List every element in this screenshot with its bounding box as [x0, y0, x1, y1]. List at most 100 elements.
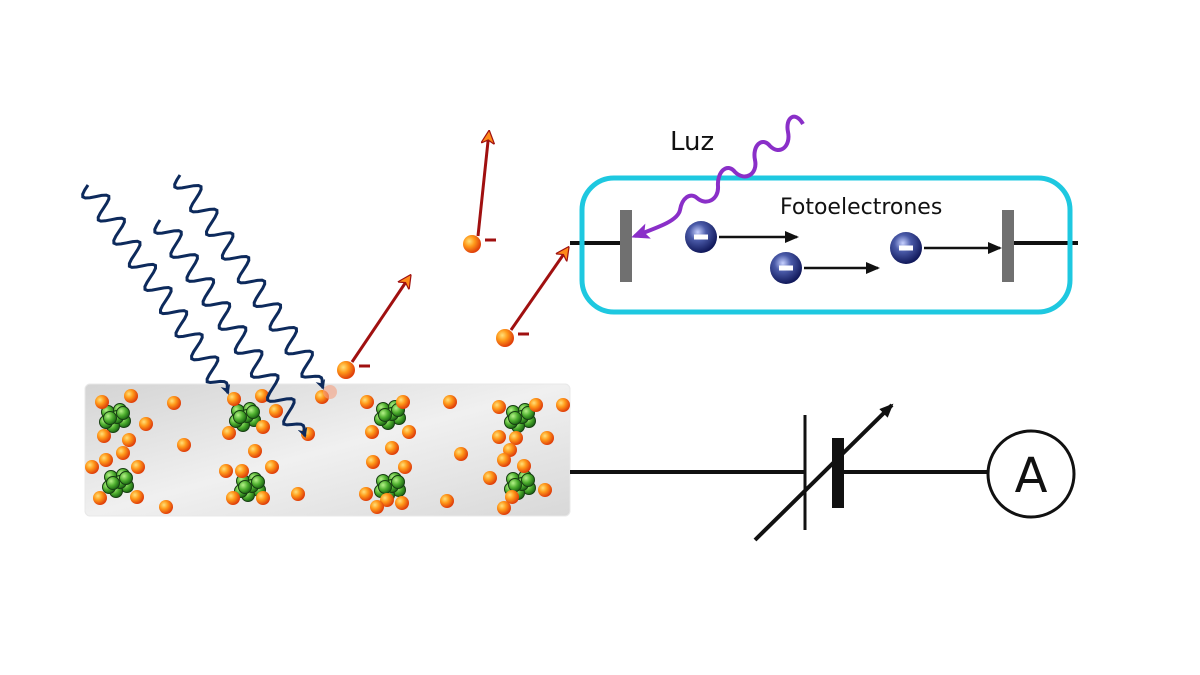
proton-neutron: [521, 473, 535, 487]
proton-neutron: [508, 411, 522, 425]
nucleus: [504, 403, 536, 433]
free-electron: [398, 460, 412, 474]
light-wave: [631, 114, 805, 239]
free-electron: [360, 395, 374, 409]
free-electron: [492, 430, 506, 444]
free-electron: [255, 389, 269, 403]
proton-neutron: [508, 478, 522, 492]
photoelectron: [770, 252, 880, 284]
free-electron: [517, 459, 531, 473]
free-electron: [269, 404, 283, 418]
free-electron: [99, 453, 113, 467]
free-electron: [124, 389, 138, 403]
free-electron: [380, 493, 394, 507]
electron: [463, 235, 481, 253]
free-electron: [131, 460, 145, 474]
free-electron: [365, 425, 379, 439]
free-electron: [396, 395, 410, 409]
electron: [337, 361, 355, 379]
free-electron: [85, 460, 99, 474]
free-electron: [366, 455, 380, 469]
photoelectron: [890, 232, 1002, 264]
free-electron: [95, 395, 109, 409]
proton-neutron: [391, 475, 405, 489]
photon-wave: [153, 219, 308, 438]
electron: [496, 329, 514, 347]
free-electron: [370, 500, 384, 514]
anode: [1002, 210, 1014, 282]
free-electron: [219, 464, 233, 478]
proton-neutron: [238, 480, 252, 494]
proton-neutron: [378, 480, 392, 494]
free-electron: [235, 464, 249, 478]
free-electron: [529, 398, 543, 412]
free-electron: [492, 400, 506, 414]
free-electron: [256, 420, 270, 434]
negative-sign: [694, 234, 708, 240]
free-electron: [227, 392, 241, 406]
proton-neutron: [378, 408, 392, 422]
light-label: Luz: [670, 127, 714, 157]
free-electron: [256, 491, 270, 505]
free-electron: [540, 431, 554, 445]
free-electron: [248, 444, 262, 458]
emitted-electron: [463, 132, 496, 253]
metal-surface: [84, 383, 571, 517]
free-electron: [122, 433, 136, 447]
ammeter-label: A: [1015, 448, 1048, 504]
free-electron: [130, 490, 144, 504]
free-electron: [159, 500, 173, 514]
free-electron: [395, 496, 409, 510]
proton-neutron: [119, 471, 133, 485]
proton-neutron: [116, 406, 130, 420]
variable-arrow: [753, 403, 894, 542]
tube-electrons: [685, 221, 1002, 284]
negative-sign: [899, 245, 913, 251]
incident-photons: [81, 174, 326, 438]
free-electron: [177, 438, 191, 452]
proton-neutron: [246, 405, 260, 419]
free-electron: [222, 426, 236, 440]
emitted-electrons: [337, 132, 568, 379]
free-electron: [440, 494, 454, 508]
free-electron: [139, 417, 153, 431]
vacuum-tube: Fotoelectrones Luz: [570, 114, 1078, 315]
free-electron: [116, 446, 130, 460]
photon-wave: [173, 174, 326, 390]
free-electron: [265, 460, 279, 474]
proton-neutron: [106, 476, 120, 490]
emitted-electron: [337, 276, 410, 379]
lattice: [85, 385, 570, 515]
free-electron: [483, 471, 497, 485]
nucleus: [504, 470, 536, 500]
emitted-electron: [496, 248, 568, 347]
nucleus: [102, 468, 134, 498]
proton-neutron: [251, 475, 265, 489]
free-electron: [556, 398, 570, 412]
free-electron: [402, 425, 416, 439]
proton-neutron: [233, 410, 247, 424]
free-electron: [497, 453, 511, 467]
free-electron: [97, 429, 111, 443]
free-electron: [385, 441, 399, 455]
ammeter: A: [986, 429, 1076, 519]
free-electron: [443, 395, 457, 409]
free-electron: [167, 396, 181, 410]
free-electron: [509, 431, 523, 445]
nucleus: [229, 402, 261, 432]
free-electron: [291, 487, 305, 501]
trajectory-arrow: [476, 132, 489, 237]
nucleus: [99, 403, 131, 433]
negative-sign: [779, 265, 793, 271]
photon-wave: [81, 184, 231, 395]
free-electron: [454, 447, 468, 461]
trajectory-arrow: [509, 248, 568, 331]
trajectory-arrow: [350, 276, 410, 363]
photoelectron: [685, 221, 799, 253]
ejected-electron-ghost: [323, 385, 337, 399]
proton-neutron: [103, 411, 117, 425]
free-electron: [359, 487, 373, 501]
free-electron: [226, 491, 240, 505]
cathode: [620, 210, 632, 282]
